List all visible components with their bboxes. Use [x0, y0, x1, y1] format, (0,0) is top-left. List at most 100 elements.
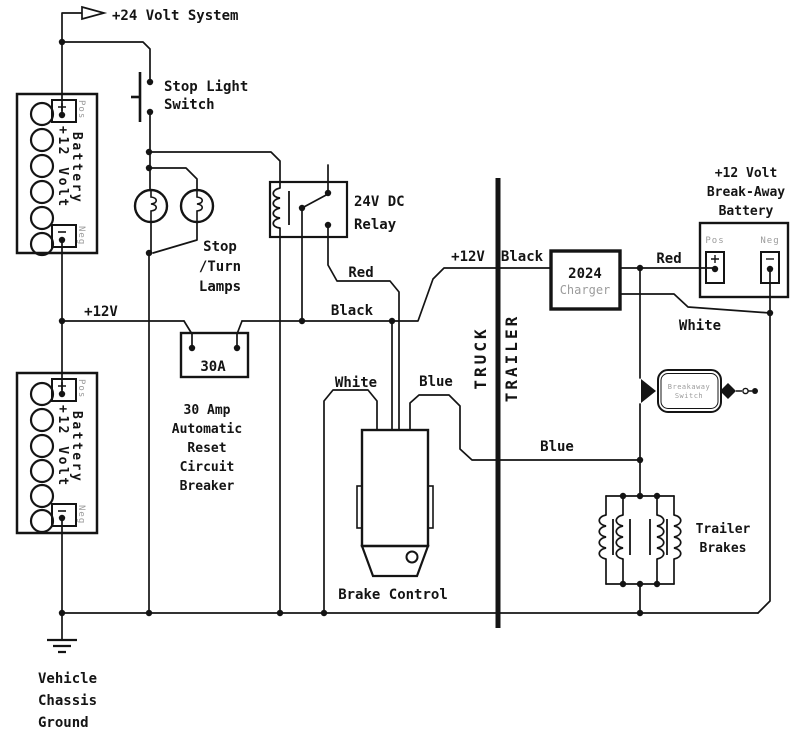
junction-dot [298, 317, 306, 325]
neg-terminal [51, 224, 77, 248]
breakaway-neg-label: Neg [760, 236, 779, 246]
junction-dot [619, 580, 627, 588]
brake-control [356, 428, 434, 578]
junction-dot [653, 580, 661, 588]
breaker-label-5: Breaker [180, 479, 235, 494]
labels: +24 Volt System Stop Light Switch Stop /… [38, 8, 785, 731]
ground-label-2: Chassis [38, 693, 97, 709]
junction-dot [58, 317, 66, 325]
plus-icon [711, 255, 719, 263]
pin-ball [752, 388, 758, 394]
breakaway-switch-label-2: Switch [675, 392, 703, 400]
junction-dot [320, 609, 328, 617]
battery-title-line2: Battery [69, 132, 84, 204]
plus-icon [58, 103, 66, 111]
wire-bus-right-to-charger [241, 267, 552, 322]
charger-box [549, 249, 622, 311]
breakaway-battery-title-2: Break-Away [707, 185, 785, 200]
pos-terminal [51, 378, 77, 402]
neg-label: Neg [76, 505, 86, 524]
junction-dot [188, 344, 196, 352]
ground-label-1: Vehicle [38, 671, 97, 687]
trailer-brakes-icon [598, 495, 682, 585]
junction-dot [58, 236, 66, 244]
chassis-ground-icon [47, 638, 77, 654]
lamps-label-1: Stop [203, 239, 237, 255]
relay-box [268, 180, 349, 239]
wire-label-blue-right: Blue [540, 439, 574, 455]
battery-box [15, 92, 99, 255]
mount-tab-left [356, 485, 363, 529]
left-battery-2: +12 Volt Battery Pos Neg [15, 371, 99, 535]
wire-white-right [619, 293, 771, 314]
breakaway-battery [698, 221, 790, 299]
junction-dot [324, 221, 332, 229]
brake-coil [615, 514, 624, 560]
connector-right-icon [720, 383, 736, 399]
junction-dot [233, 344, 241, 352]
battery-cells-icon [29, 101, 55, 257]
wire-label-white-left: White [335, 375, 377, 391]
junction-dot [324, 189, 332, 197]
battery-title-line1: +12 Volt [55, 126, 70, 209]
stop-light-switch-label-2: Switch [164, 97, 215, 113]
breakaway-switch [641, 369, 758, 413]
battery-title-line2: Battery [69, 411, 84, 483]
lamp-filament [150, 190, 158, 222]
connector-left-icon [641, 379, 656, 403]
junction-dot [146, 78, 154, 86]
junction-dot [145, 164, 153, 172]
stop-light-switch-label-1: Stop Light [164, 79, 248, 95]
wire-label-red-left: Red [348, 265, 373, 281]
wire-breaker-hook-right [236, 320, 243, 349]
stop-light-switch-icon [131, 72, 142, 122]
wire-label-black-mid: Black [501, 249, 544, 265]
lamps-label-3: Lamps [199, 279, 241, 295]
plus-icon [58, 382, 66, 390]
battery-box [698, 221, 790, 299]
junction-dot [146, 108, 154, 116]
neg-terminal [760, 251, 780, 284]
knob-icon [405, 550, 419, 564]
relay [268, 180, 349, 239]
wire-white-left [323, 389, 378, 614]
system-label: +24 Volt System [112, 8, 238, 24]
junction-dot [636, 456, 644, 464]
wire-label-red-right: Red [656, 251, 681, 267]
wire-neg-rail [757, 269, 771, 614]
junction-dot [58, 38, 66, 46]
pos-terminal [705, 251, 725, 284]
breaker-box [179, 331, 250, 379]
breaker-label-3: Reset [187, 441, 226, 456]
trailer-brakes-label-2: Brakes [700, 541, 747, 556]
pos-label: Pos [76, 100, 86, 119]
junction-dot [619, 492, 627, 500]
pos-terminal [51, 99, 77, 123]
wire-label-blue-left: Blue [419, 374, 453, 390]
coil-core-bar [612, 519, 668, 555]
brake-coil [598, 514, 607, 560]
junction-dot [58, 609, 66, 617]
brake-control-base [360, 544, 430, 578]
wire-label-black-left: Black [331, 303, 374, 319]
lamps-label-2: /Turn [199, 259, 241, 275]
junction-dot [298, 204, 306, 212]
breakaway-switch-label-1: Breakaway [668, 383, 710, 391]
brake-coil [656, 514, 665, 560]
neg-terminal [51, 503, 77, 527]
junction-dot [711, 265, 719, 273]
breaker-value: 30A [200, 359, 226, 375]
breaker-label-1: 30 Amp [184, 403, 231, 418]
junction-dot [636, 492, 644, 500]
junction-dot [58, 111, 66, 119]
left-battery-1: +12 Volt Battery Pos Neg [15, 92, 99, 257]
wire-breaker-hook-left [183, 320, 193, 349]
junction-dot [58, 514, 66, 522]
wire-red-left [327, 224, 400, 431]
switch-body-inner [660, 373, 719, 409]
relay-label-2: Relay [354, 217, 397, 233]
wire-24v-riser [61, 12, 83, 116]
wire-label-white-right: White [679, 318, 721, 334]
stop-turn-lamps-icon [133, 188, 215, 224]
relay-coil-icon [272, 187, 281, 229]
